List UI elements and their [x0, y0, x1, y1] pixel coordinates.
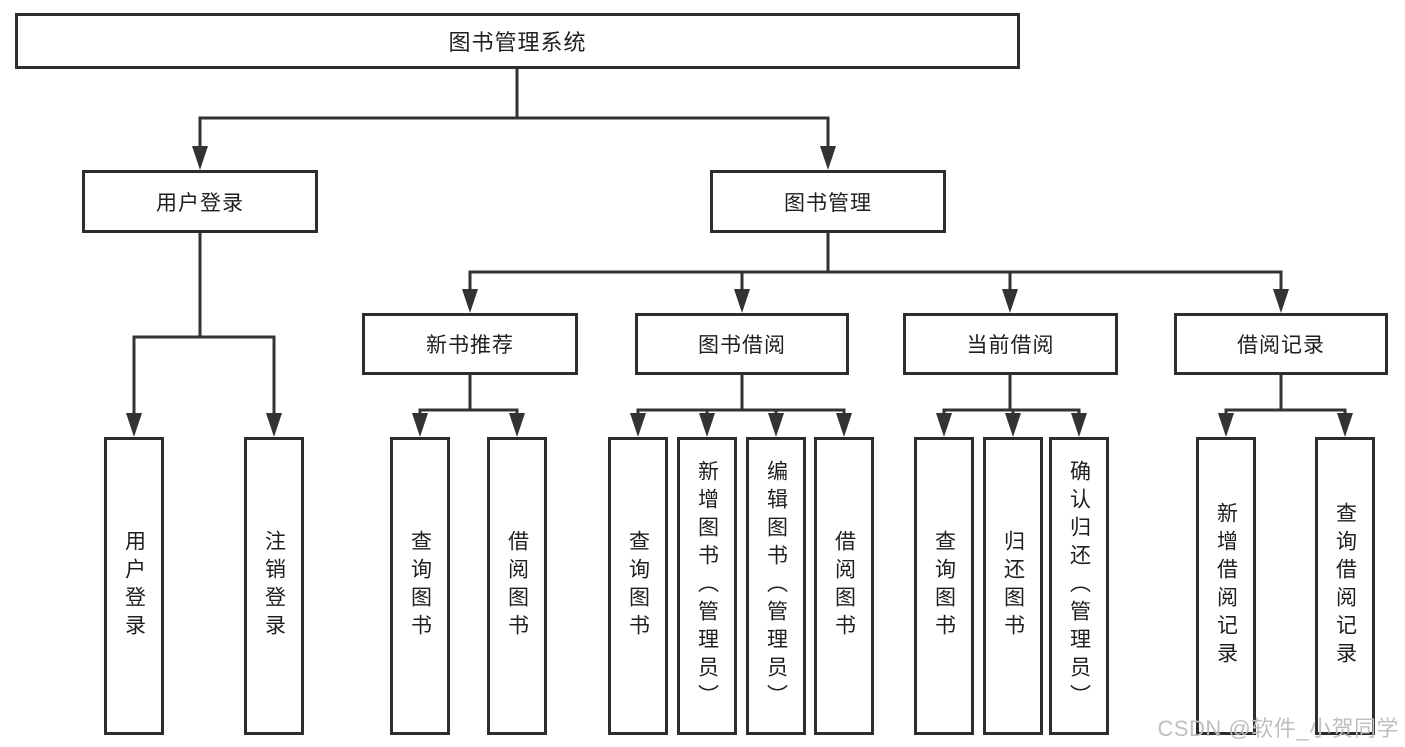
arrowhead-icon — [734, 289, 750, 313]
node-current-borrow: 当前借阅 — [903, 313, 1118, 375]
arrowhead-icon — [266, 413, 282, 437]
node-book-management: 图书管理 — [710, 170, 946, 233]
leaf-current-query-books-label: 查询图书 — [932, 530, 956, 642]
arrowhead-icon — [1218, 413, 1234, 437]
connector-mgmt-rail — [468, 270, 1283, 292]
node-book-management-label: 图书管理 — [784, 191, 872, 215]
leaf-add-books-admin: 新增图书（管理员） — [677, 437, 737, 735]
leaf-query-borrow-record-label: 查询借阅记录 — [1333, 502, 1357, 670]
csdn-watermark: CSDN @软件_小贺同学 — [1157, 716, 1399, 741]
leaf-query-borrow-record: 查询借阅记录 — [1315, 437, 1375, 735]
leaf-recommend-query-books-label: 查询图书 — [408, 530, 432, 642]
arrowhead-icon — [699, 413, 715, 437]
arrowhead-icon — [126, 413, 142, 437]
leaf-add-borrow-record: 新增借阅记录 — [1196, 437, 1256, 735]
arrowhead-icon — [1337, 413, 1353, 437]
node-user-login-branch-label: 用户登录 — [156, 191, 244, 215]
connector-records-rail — [1224, 408, 1347, 418]
leaf-return-books: 归还图书 — [983, 437, 1043, 735]
leaf-current-query-books: 查询图书 — [914, 437, 974, 735]
leaf-add-books-admin-label: 新增图书（管理员） — [695, 460, 719, 712]
arrowhead-icon — [820, 146, 836, 170]
arrowhead-icon — [1273, 289, 1289, 313]
leaf-confirm-return-admin: 确认归还（管理员） — [1049, 437, 1109, 735]
leaf-user-login: 用户登录 — [104, 437, 164, 735]
leaf-confirm-return-admin-label: 确认归还（管理员） — [1067, 460, 1091, 712]
arrowhead-icon — [836, 413, 852, 437]
leaf-recommend-borrow-books: 借阅图书 — [487, 437, 547, 735]
arrowhead-icon — [1002, 289, 1018, 313]
node-root-label: 图书管理系统 — [448, 30, 587, 55]
connector-root-rail — [198, 116, 830, 150]
node-borrow-records-label: 借阅记录 — [1237, 334, 1325, 357]
leaf-borrow-books-label: 借阅图书 — [832, 530, 856, 642]
leaf-edit-books-admin: 编辑图书（管理员） — [746, 437, 806, 735]
arrowhead-icon — [412, 413, 428, 437]
leaf-return-books-label: 归还图书 — [1001, 530, 1025, 642]
node-book-borrow-label: 图书借阅 — [698, 334, 786, 357]
leaf-logout-label: 注销登录 — [262, 530, 286, 642]
arrowhead-icon — [462, 289, 478, 313]
arrowhead-icon — [1071, 413, 1087, 437]
leaf-borrow-query-books: 查询图书 — [608, 437, 668, 735]
node-current-borrow-label: 当前借阅 — [966, 334, 1055, 357]
leaf-recommend-query-books: 查询图书 — [390, 437, 450, 735]
leaf-logout: 注销登录 — [244, 437, 304, 735]
leaf-user-login-label: 用户登录 — [122, 530, 146, 642]
node-root: 图书管理系统 — [15, 13, 1020, 69]
connector-login-rail — [132, 335, 276, 416]
node-borrow-records: 借阅记录 — [1174, 313, 1388, 375]
leaf-add-borrow-record-label: 新增借阅记录 — [1214, 502, 1238, 670]
arrowhead-icon — [192, 146, 208, 170]
node-new-book-recommend: 新书推荐 — [362, 313, 578, 375]
connector-borrow-rail — [636, 408, 846, 418]
node-new-book-recommend-label: 新书推荐 — [426, 334, 514, 357]
connector-recommend-rail — [418, 408, 519, 418]
arrowhead-icon — [1005, 413, 1021, 437]
arrowhead-icon — [936, 413, 952, 437]
arrowhead-icon — [768, 413, 784, 437]
arrowheads — [126, 146, 1353, 437]
leaf-edit-books-admin-label: 编辑图书（管理员） — [764, 460, 788, 712]
node-user-login-branch: 用户登录 — [82, 170, 318, 233]
leaf-recommend-borrow-books-label: 借阅图书 — [505, 530, 529, 642]
node-book-borrow: 图书借阅 — [635, 313, 849, 375]
arrowhead-icon — [509, 413, 525, 437]
leaf-borrow-query-books-label: 查询图书 — [626, 530, 650, 642]
leaf-borrow-books: 借阅图书 — [814, 437, 874, 735]
arrowhead-icon — [630, 413, 646, 437]
